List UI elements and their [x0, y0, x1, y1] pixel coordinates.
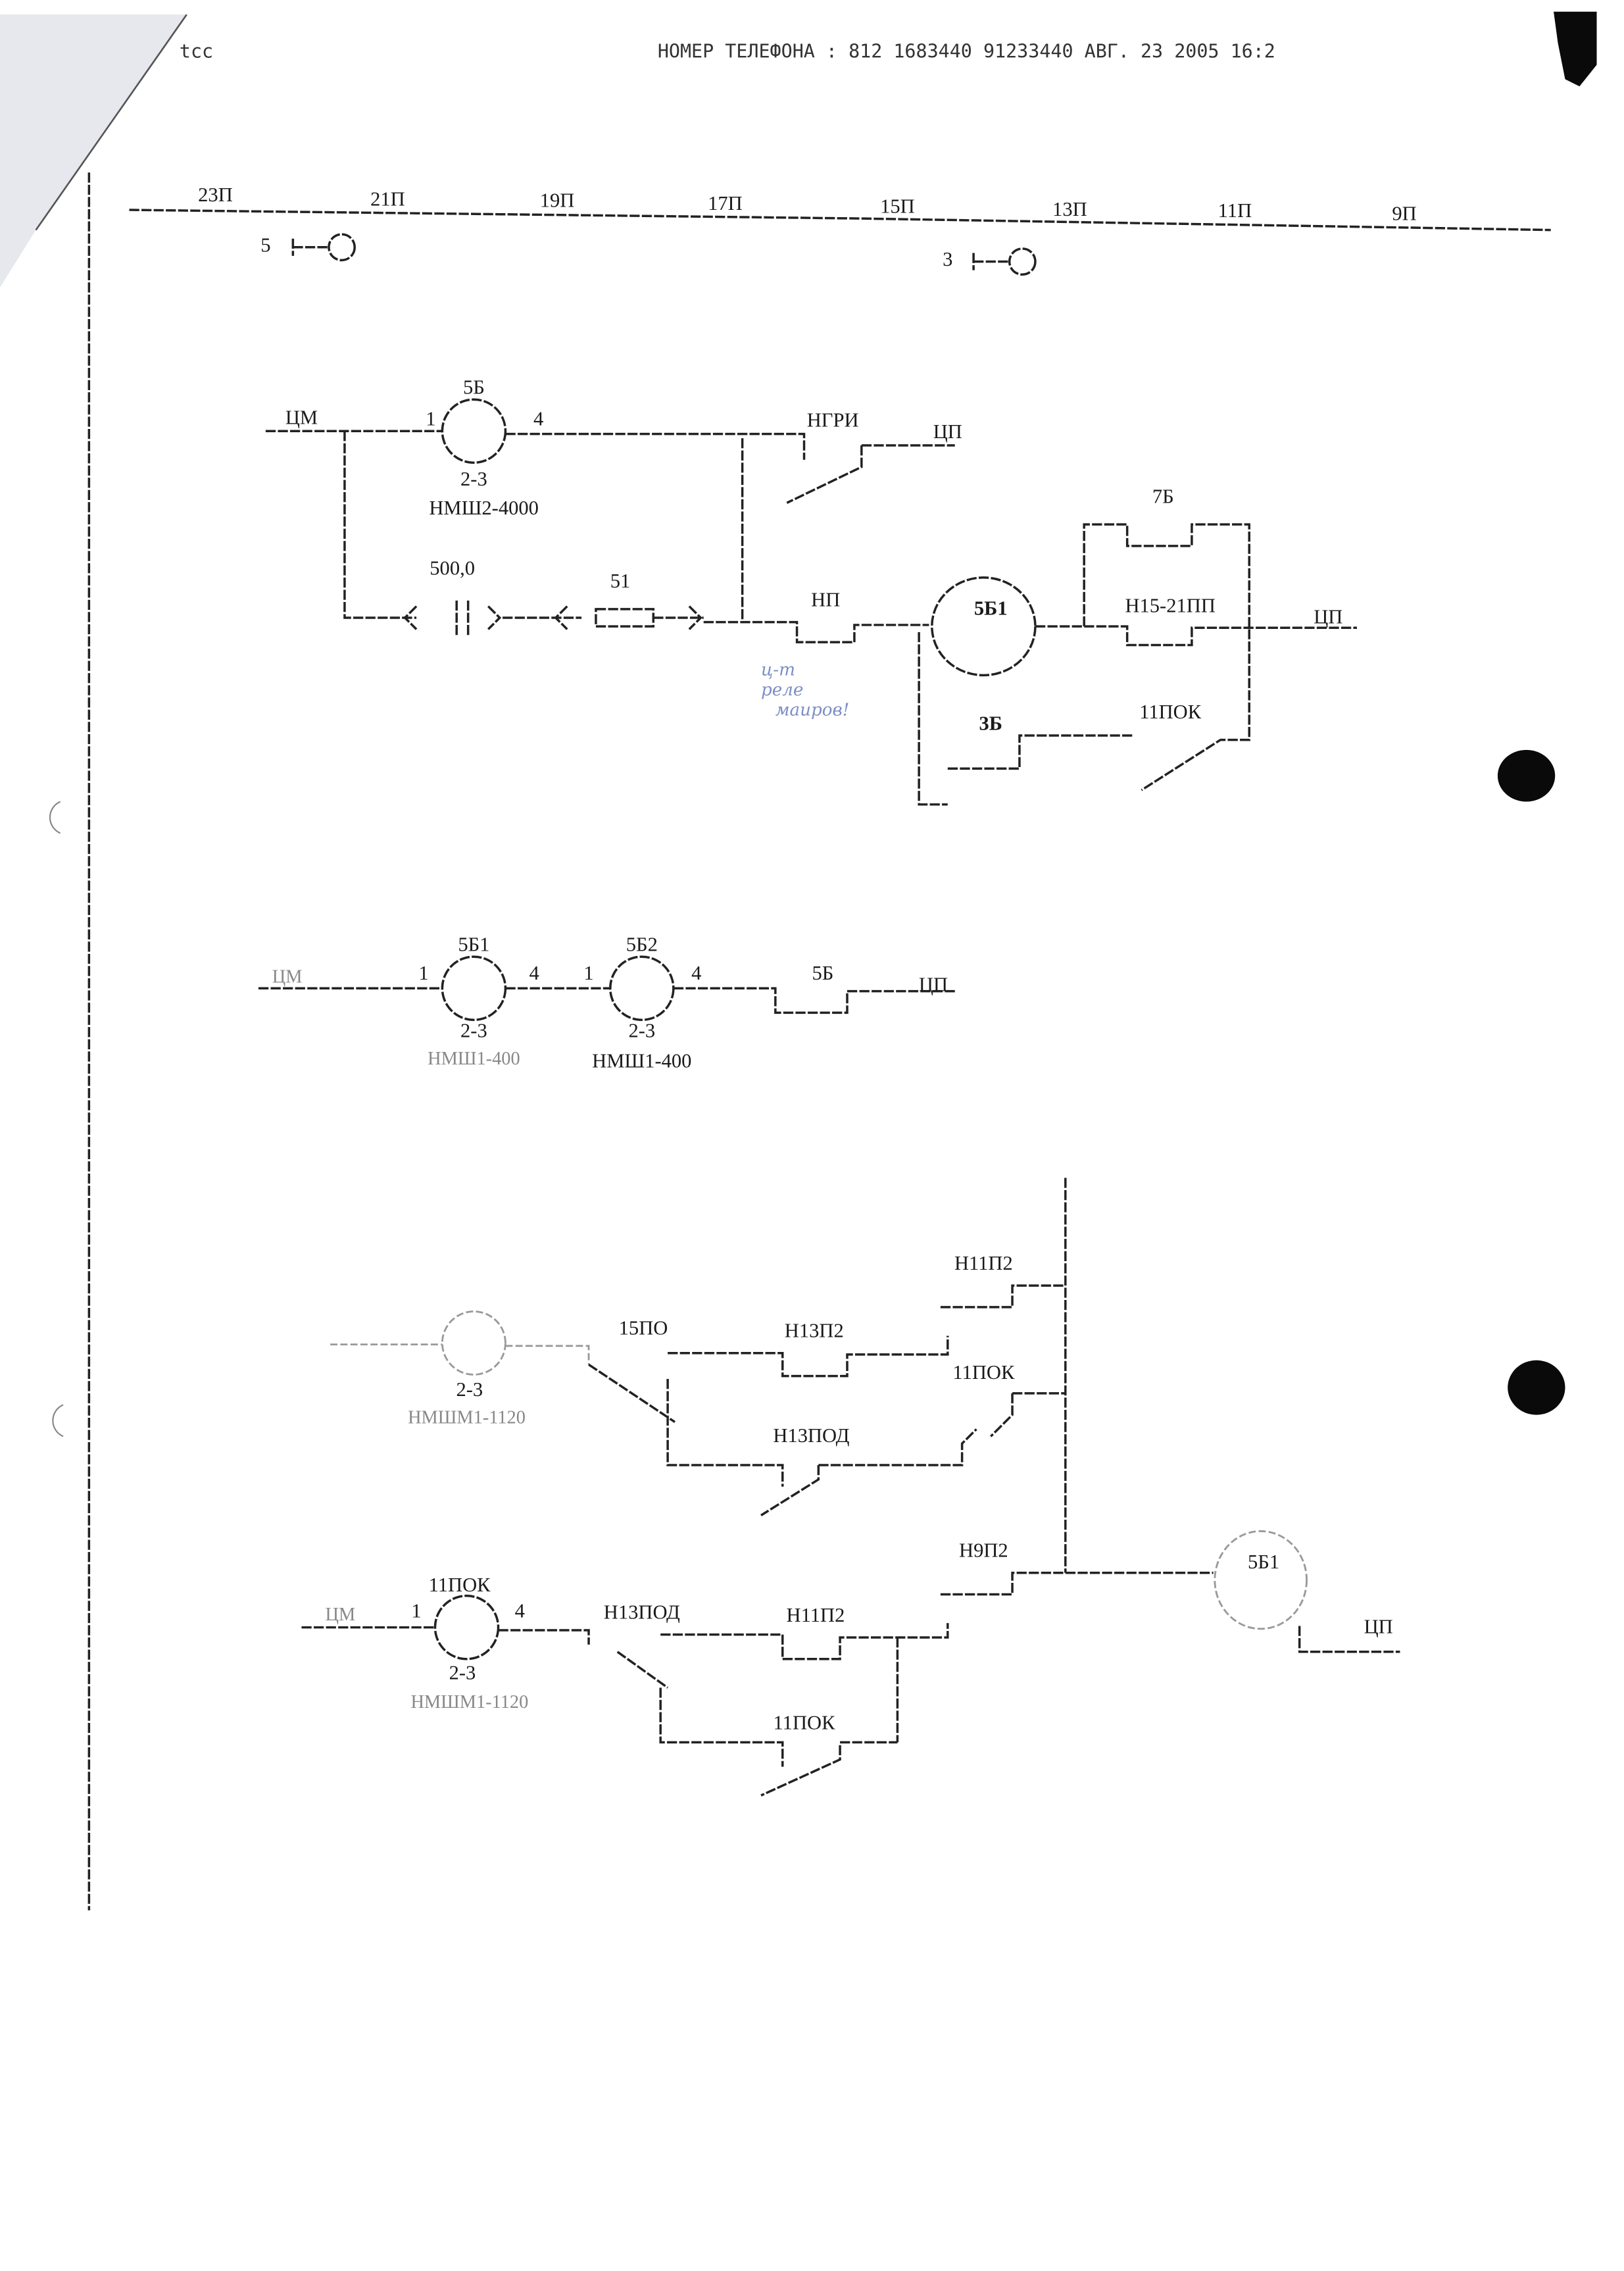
relay-coil-icon	[609, 955, 675, 1022]
relay-type: НМШ1-400	[428, 1049, 520, 1069]
relay-coil-icon	[441, 1310, 506, 1376]
punch-hole-mark	[1497, 749, 1556, 802]
scan-shadow	[0, 14, 187, 287]
relay-type: НМШ1-400	[592, 1049, 691, 1072]
feed-label: ЦМ	[285, 406, 318, 428]
contact-label: 11ПОК	[774, 1712, 836, 1734]
contact-label: 7Б	[1152, 485, 1174, 507]
feed-label: ЦМ	[272, 967, 303, 987]
signal-number: 5	[260, 234, 270, 256]
return-label: ЦП	[1364, 1615, 1393, 1637]
contact-label: Н13П2	[785, 1320, 844, 1342]
signal-lamp-icon	[1008, 247, 1037, 276]
section-label: 15П	[880, 195, 915, 217]
capacitor-label: 500,0	[430, 557, 475, 580]
relay-coil-icon	[1214, 1530, 1308, 1630]
winding-label: 2-3	[456, 1378, 483, 1401]
return-label: ЦП	[933, 420, 962, 443]
signal-number: 3	[943, 248, 952, 270]
punch-hole-mark	[1554, 11, 1597, 87]
relay-coil-icon	[441, 398, 507, 464]
section-label: 19П	[540, 189, 575, 212]
contact-label: Н13ПОД	[773, 1424, 849, 1447]
section-label: 9П	[1392, 202, 1416, 224]
section-label: 17П	[708, 192, 743, 214]
track-line: 23П 21П 19П 17П 15П 13П 11П 9П 5 3	[129, 184, 1551, 276]
contact-label: Н13ПОД	[604, 1601, 680, 1624]
winding-label: 2-3	[460, 468, 487, 490]
circuit-5b: ЦМ 1 4 5Б 2-3 НМШ2-4000 НГРИ ЦП 500,0 51…	[265, 376, 1357, 806]
relay-coil-icon	[931, 576, 1037, 677]
resistor-icon	[595, 608, 655, 628]
contact-label: Н11П2	[787, 1604, 845, 1626]
section-label: 21П	[370, 187, 405, 210]
circuit-5b1-5b2: ЦМ 1 4 5Б1 2-3 НМШ1-400 1 4 5Б2 2-3 НМШ1…	[258, 933, 955, 1072]
pin-label: 4	[515, 1599, 525, 1622]
signal-lamp-icon	[328, 233, 356, 262]
fax-header: НОМЕР ТЕЛЕФОНА : 812 1683440 91233440 АВ…	[658, 41, 1275, 62]
return-label: ЦП	[1314, 606, 1342, 628]
relay-coil-icon	[433, 1594, 500, 1660]
winding-label: 2-3	[628, 1019, 655, 1041]
pin-label: 4	[691, 962, 701, 984]
contact-label: НП	[811, 589, 840, 611]
contact-label: Н11П2	[954, 1252, 1013, 1274]
contact-label: 5Б	[812, 962, 833, 984]
capacitor-icon	[403, 600, 702, 636]
return-label: ЦП	[919, 974, 948, 996]
handwritten-note: маиров!	[775, 700, 850, 720]
binder-hole	[49, 801, 61, 834]
contact-label: Н15-21ПП	[1125, 594, 1215, 616]
relay-name: 5Б	[463, 376, 485, 398]
relay-type: НМШМ1-1120	[408, 1408, 526, 1428]
contact-label: 3Б	[979, 712, 1002, 734]
handwritten-note: ц-т	[761, 660, 795, 680]
relay-name: 5Б2	[626, 933, 658, 955]
contact-label: НГРИ	[807, 409, 859, 432]
punch-hole-mark	[1508, 1360, 1565, 1415]
signal-icon	[972, 253, 1008, 270]
relay-name: 5Б1	[974, 597, 1008, 620]
circuit-11pok: 2-3 НМШМ1-1120 15ПО Н13П2 Н11П2 11ПОК Н1…	[301, 1178, 1400, 1797]
relay-type: НМШМ1-1120	[410, 1692, 528, 1712]
fax-sender: tcc	[180, 41, 213, 62]
relay-type: НМШ2-4000	[429, 497, 539, 519]
relay-name: 11ПОК	[429, 1574, 491, 1596]
relay-name: 5Б1	[1248, 1551, 1279, 1573]
paper-edge	[35, 14, 187, 231]
pin-label: 1	[583, 962, 593, 984]
resistor-label: 51	[610, 570, 631, 592]
pin-label: 4	[529, 962, 539, 984]
binder-hole	[52, 1404, 64, 1437]
feed-label: ЦМ	[326, 1605, 356, 1625]
section-label: 13П	[1052, 198, 1087, 220]
contact-label: 15ПО	[619, 1316, 668, 1339]
handwritten-note: реле	[761, 680, 803, 700]
contact-label: 11ПОК	[1139, 701, 1202, 723]
contact-label: Н9П2	[959, 1539, 1008, 1562]
pin-label: 4	[533, 407, 543, 430]
section-label: 11П	[1218, 199, 1252, 222]
relay-name: 5Б1	[458, 933, 489, 955]
signal-icon	[291, 238, 328, 256]
contact-label: 11ПОК	[952, 1361, 1015, 1384]
winding-label: 2-3	[449, 1661, 476, 1684]
section-label: 23П	[198, 184, 233, 206]
winding-label: 2-3	[460, 1019, 487, 1041]
relay-coil-icon	[441, 955, 507, 1022]
pin-label: 1	[418, 962, 428, 984]
pin-label: 1	[426, 407, 435, 430]
pin-label: 1	[411, 1599, 421, 1622]
